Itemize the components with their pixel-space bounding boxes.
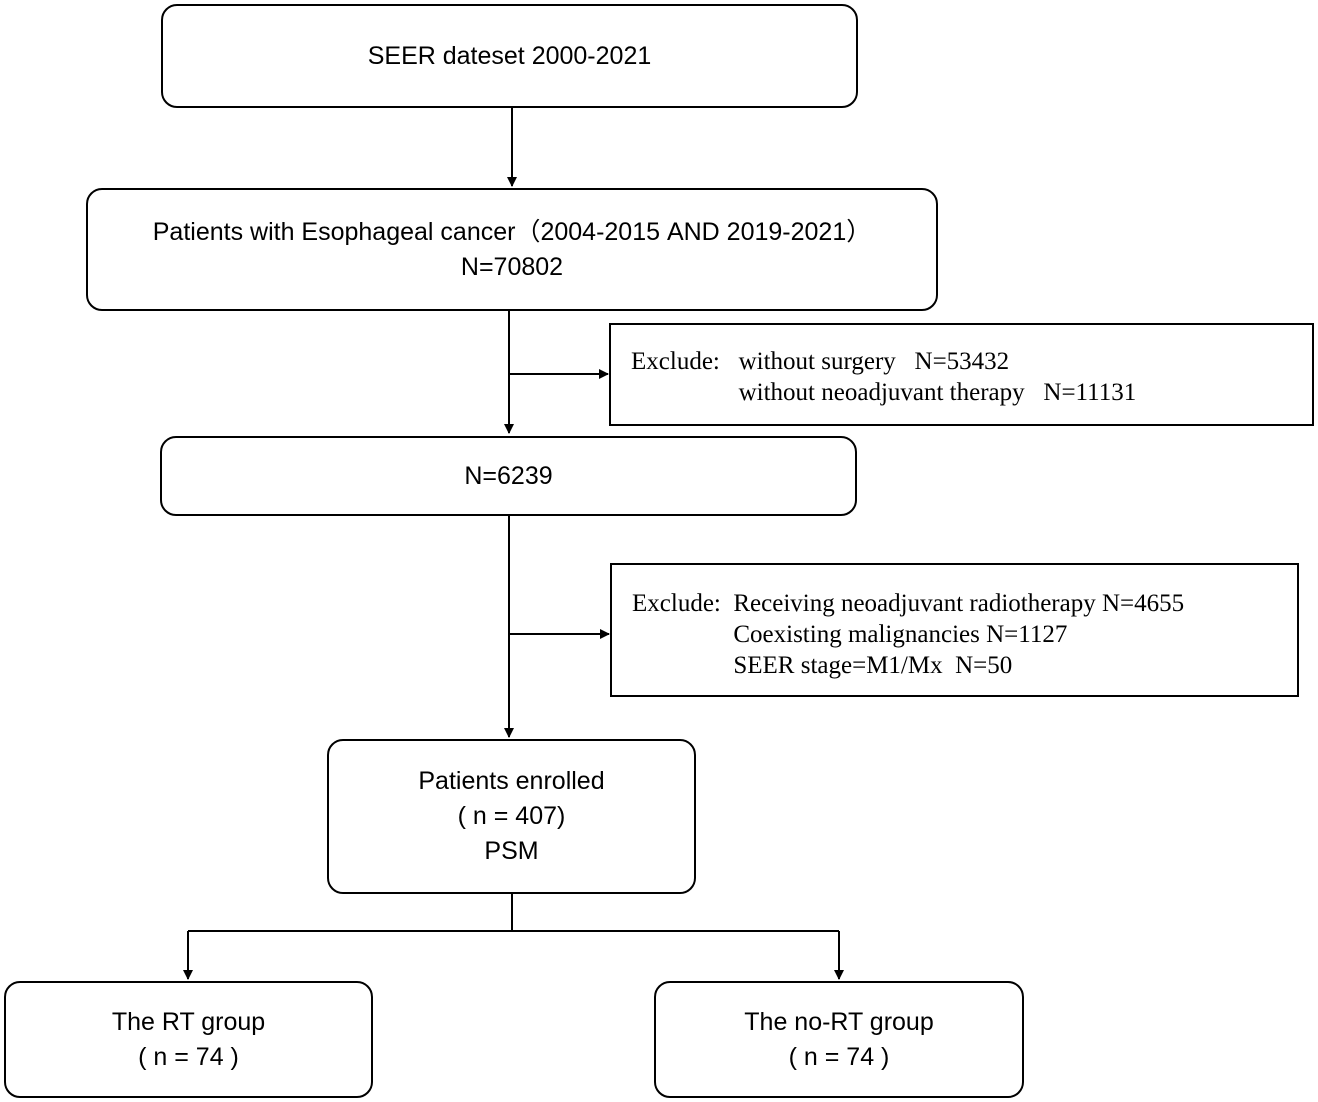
rt-group-label: The RT group — [111, 1007, 266, 1036]
nort-group-count: ( n = 74 ) — [788, 1042, 890, 1071]
patients-enrolled-count: ( n = 407) — [457, 802, 566, 830]
exclusion-1-item: without surgery N=53432 — [738, 348, 1010, 375]
esophageal-cancer-box: Patients with Esophageal cancer（2004-201… — [86, 188, 938, 311]
exclusion-box-1: Exclude: without surgery N=53432 without… — [609, 323, 1314, 426]
rt-group-box: The RT group ( n = 74 ) — [4, 981, 373, 1098]
exclusion-2-label: Exclude: — [632, 590, 734, 617]
rt-group-count: ( n = 74 ) — [138, 1042, 239, 1071]
patients-enrolled-label: Patients enrolled — [418, 767, 605, 795]
nort-group-box: The no-RT group ( n = 74 ) — [654, 981, 1024, 1098]
nort-group-label: The no-RT group — [744, 1007, 934, 1036]
esophageal-cancer-label: Patients with Esophageal cancer（2004-201… — [152, 217, 872, 246]
exclusion-2-item: SEER stage=M1/Mx N=50 — [733, 652, 1013, 679]
esophageal-cancer-count: N=70802 — [460, 252, 564, 281]
seer-dataset-box: SEER dateset 2000-2021 — [161, 4, 858, 108]
exclusion-1-label: Exclude: — [631, 348, 739, 375]
exclusion-1-item: without neoadjuvant therapy N=11131 — [738, 379, 1137, 406]
patients-enrolled-box: Patients enrolled ( n = 407) PSM — [327, 739, 696, 894]
seer-dataset-label: SEER dateset 2000-2021 — [367, 41, 652, 70]
n6239-label: N=6239 — [464, 461, 553, 490]
exclusion-2-item: Receiving neoadjuvant radiotherapy N=465… — [733, 590, 1185, 617]
exclusion-1-list: without surgery N=53432 without neoadjuv… — [739, 346, 1137, 408]
exclusion-2-list: Receiving neoadjuvant radiotherapy N=465… — [733, 588, 1184, 681]
exclusion-box-2: Exclude: Receiving neoadjuvant radiother… — [610, 563, 1299, 697]
exclusion-2-item: Coexisting malignancies N=1127 — [733, 621, 1068, 648]
psm-label: PSM — [484, 837, 539, 865]
n6239-box: N=6239 — [160, 436, 857, 516]
